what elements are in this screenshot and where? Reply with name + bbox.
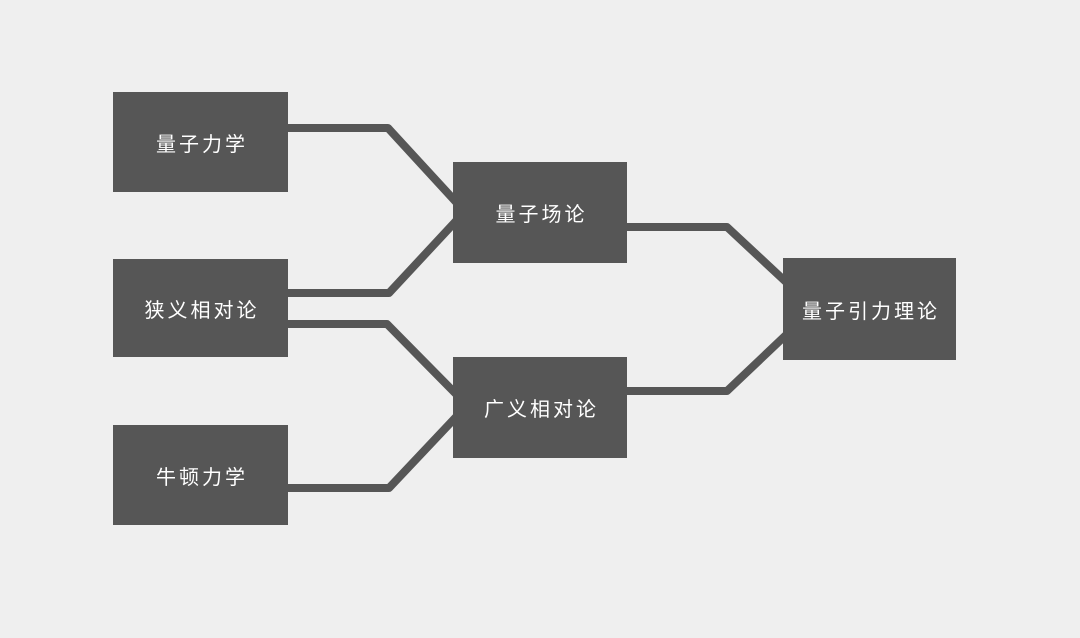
node-newtonian-mechanics-label: 牛顿力学 [156, 466, 248, 489]
edge-newtonian-mechanics-to-general-relativity [288, 414, 459, 492]
node-quantum-field-theory: 量子场论 [453, 162, 627, 263]
node-quantum-gravity-theory-label: 量子引力理论 [802, 300, 940, 323]
node-special-relativity-label: 狭义相对论 [144, 299, 260, 322]
node-special-relativity: 狭义相对论 [113, 259, 288, 357]
edge-quantum-mechanics-to-quantum-field-theory [288, 124, 459, 205]
edge-special-relativity-to-general-relativity [288, 320, 459, 397]
edge-general-relativity-to-quantum-gravity-theory [627, 332, 789, 395]
node-quantum-mechanics-label: 量子力学 [156, 133, 248, 156]
node-general-relativity-label: 广义相对论 [484, 399, 599, 421]
node-quantum-field-theory-label: 量子场论 [495, 204, 588, 226]
node-quantum-gravity-theory: 量子引力理论 [783, 258, 956, 360]
node-quantum-mechanics: 量子力学 [113, 92, 288, 192]
node-general-relativity: 广义相对论 [453, 357, 627, 458]
node-newtonian-mechanics: 牛顿力学 [113, 425, 288, 525]
edge-special-relativity-to-quantum-field-theory [288, 218, 459, 297]
edge-quantum-field-theory-to-quantum-gravity-theory [627, 223, 789, 285]
